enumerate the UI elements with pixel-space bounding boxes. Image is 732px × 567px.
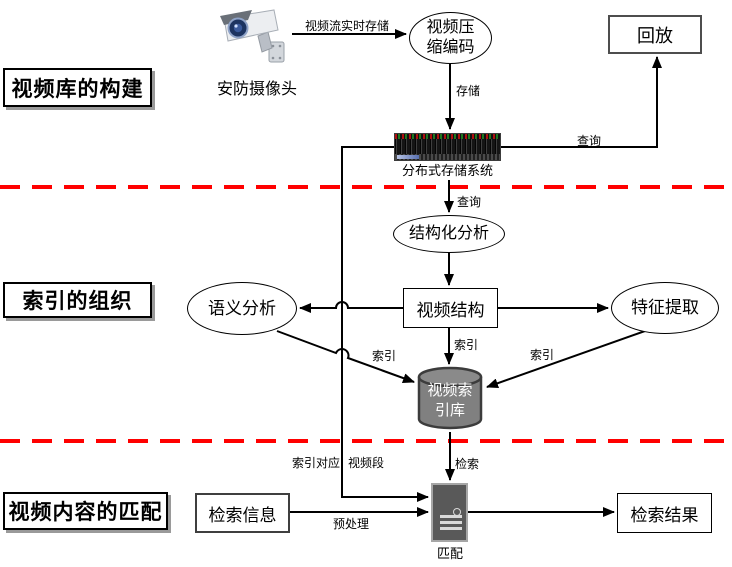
rack-bottom-panel	[395, 154, 500, 160]
edge-label-preprocess: 预处理	[333, 517, 370, 531]
edge-label-index-semantic: 索引	[372, 349, 397, 363]
node-semantic-analysis: 语义分析	[187, 282, 297, 335]
node-query-info: 检索信息	[195, 493, 290, 533]
section-label-video-content-matching: 视频内容的匹配	[3, 492, 168, 530]
index-db-line2: 引库	[434, 402, 465, 420]
edge-videostructure-to-semantic	[299, 301, 403, 313]
node-video-compression-encoding: 视频压 缩编码	[409, 12, 492, 64]
edge-label-index-structure: 索引	[454, 338, 479, 352]
rack-display-strip	[397, 155, 419, 159]
index-db-label: 视频索 引库	[416, 381, 484, 422]
distributed-storage-icon	[394, 133, 501, 161]
compress-line2: 缩编码	[426, 39, 475, 56]
edge-label-realtime-store: 视频流实时存储	[304, 19, 389, 33]
edge-feature-to-indexdb	[486, 330, 646, 389]
matcher-label: 匹配	[436, 545, 463, 561]
node-video-index-database: 视频索 引库	[416, 366, 484, 432]
node-retrieval-result: 检索结果	[617, 493, 712, 533]
edge-label-query-analysis: 查询	[457, 195, 482, 209]
edge-storage-to-playback	[501, 56, 662, 148]
rack-led-row	[395, 134, 500, 139]
edge-label-query-playback: 查询	[577, 134, 602, 148]
edge-label-video-segment: 视频段	[348, 456, 385, 470]
section-label-video-library-build: 视频库的构建	[3, 68, 152, 107]
compress-line1: 视频压	[426, 19, 475, 36]
storage-label: 分布式存储系统	[401, 163, 493, 178]
edge-label-retrieve: 检索	[455, 457, 480, 471]
node-feature-extraction: 特征提取	[611, 282, 719, 334]
rack-disk-slots	[395, 139, 500, 154]
cctv-camera-icon	[216, 6, 292, 72]
edge-label-index-feature: 索引	[530, 348, 555, 362]
section-label-index-organization: 索引的组织	[3, 282, 152, 318]
camera-label: 安防摄像头	[216, 81, 297, 98]
edge-semantic-to-indexdb	[276, 330, 415, 383]
index-db-line1: 视频索	[427, 382, 473, 399]
edge-label-store: 存储	[456, 84, 481, 98]
edge-storage-to-matcher	[341, 146, 429, 502]
cylinder-icon	[417, 366, 483, 430]
node-structural-analysis: 结构化分析	[393, 215, 505, 253]
node-playback: 回放	[608, 15, 702, 54]
matcher-server-icon	[431, 483, 468, 542]
node-video-structure: 视频结构	[403, 288, 498, 328]
edge-label-index-mapping: 索引对应	[291, 456, 340, 470]
tower-vents	[440, 515, 462, 533]
